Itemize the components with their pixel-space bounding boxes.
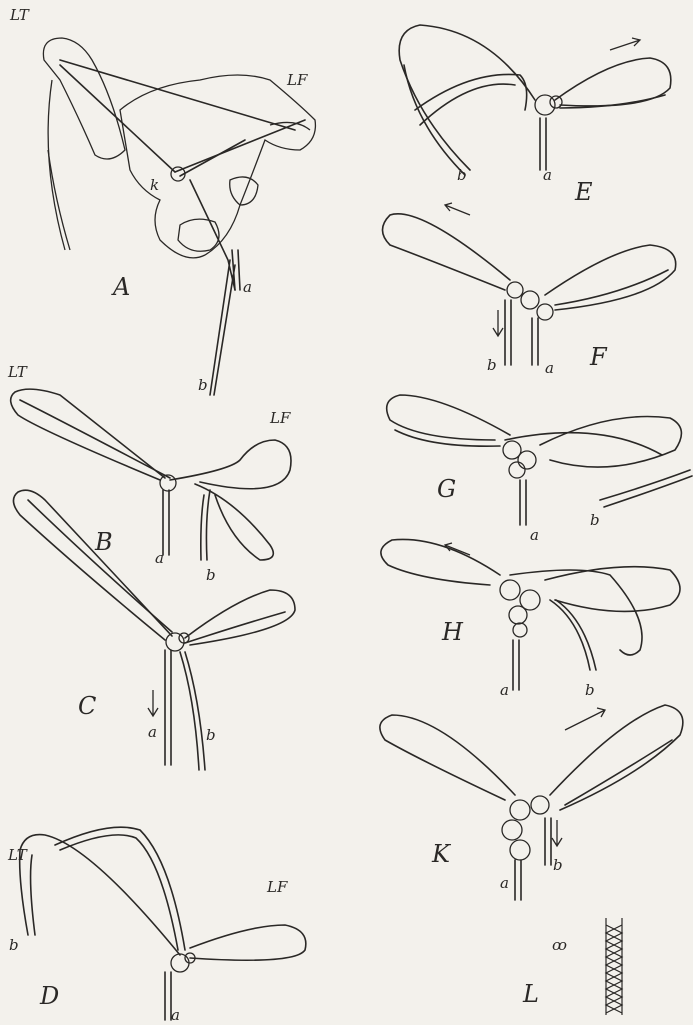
label-lt-b: LT (7, 363, 28, 381)
panel-l: ꝏ L (522, 918, 622, 1015)
label-b-h: b (585, 681, 595, 699)
figure-label-c: C (78, 692, 96, 720)
label-k: k (150, 176, 159, 194)
knot-d (171, 954, 189, 972)
figure-label-d: D (39, 982, 59, 1010)
label-b-e: b (457, 166, 467, 184)
loop-left-c (13, 490, 172, 640)
loop-left-g (387, 395, 510, 440)
label-lf-a: LF (286, 71, 308, 89)
panel-a: LT LF k a b A (9, 6, 315, 395)
label-lt-a: LT (9, 6, 30, 24)
arrow-e (610, 38, 640, 50)
mark-l: ꝏ (552, 936, 567, 954)
label-b-a: b (198, 376, 208, 394)
arrow-h (445, 543, 470, 555)
arrow-down-f (493, 310, 503, 336)
arrow-f (445, 203, 470, 215)
label-a-f: a (545, 359, 554, 377)
label-a-c: a (148, 723, 157, 741)
loop-right-d (190, 925, 306, 960)
knot-h (500, 580, 520, 600)
label-b-k: b (553, 856, 563, 874)
loop-right-f (545, 245, 676, 310)
loop-left-h (381, 539, 500, 585)
loop-right-k (550, 705, 683, 810)
panel-h: a b H (381, 539, 680, 699)
figure-label-e: E (574, 178, 593, 206)
label-lt-d: LT (7, 846, 28, 864)
panel-k: a b K (380, 705, 683, 900)
arrow-down-c (148, 690, 158, 716)
string-loop (60, 60, 295, 130)
figure-label-k: K (431, 840, 452, 868)
thumb-outline (43, 38, 125, 159)
loop-left-k (380, 715, 515, 800)
label-lf-b: LF (269, 409, 291, 427)
arrow-k (565, 708, 605, 730)
knot-k (510, 800, 530, 820)
loop-right-g (540, 417, 681, 468)
panel-g: a b G (387, 395, 692, 544)
figure-label-g: G (437, 475, 456, 503)
arrow-down-k (552, 820, 562, 846)
label-a-g: a (530, 526, 539, 544)
label-b-d: b (9, 936, 19, 954)
label-lf-d: LF (266, 878, 288, 896)
label-a-h: a (500, 681, 509, 699)
knot-f (507, 282, 523, 298)
panel-f: b a F (383, 203, 676, 377)
label-b-g: b (590, 511, 600, 529)
loop-right-c (185, 590, 295, 645)
figure-label-a: A (111, 273, 130, 301)
loop-right-b (170, 440, 291, 489)
label-a-k: a (500, 874, 509, 892)
loop-left-f (383, 214, 511, 290)
figure-label-b: B (94, 528, 113, 556)
panel-c: a b C (13, 490, 295, 770)
label-b-b: b (206, 566, 216, 584)
figure-label-h: H (441, 618, 464, 646)
panel-b: LT LF a b B (7, 363, 291, 584)
loop-right-h (545, 567, 680, 612)
panel-e: b a E (399, 25, 671, 206)
label-a-d: a (171, 1006, 180, 1024)
hand-outline (120, 75, 315, 258)
figure-label-f: F (589, 343, 608, 371)
label-b-c: b (206, 726, 216, 744)
label-a-e: a (543, 166, 552, 184)
label-a-b: a (155, 549, 164, 567)
loop-left-e (399, 25, 535, 170)
label-b-f: b (487, 356, 497, 374)
label-a-a: a (243, 278, 252, 296)
figure-label-l: L (522, 980, 539, 1008)
panel-d: LT LF b a D (7, 827, 306, 1024)
